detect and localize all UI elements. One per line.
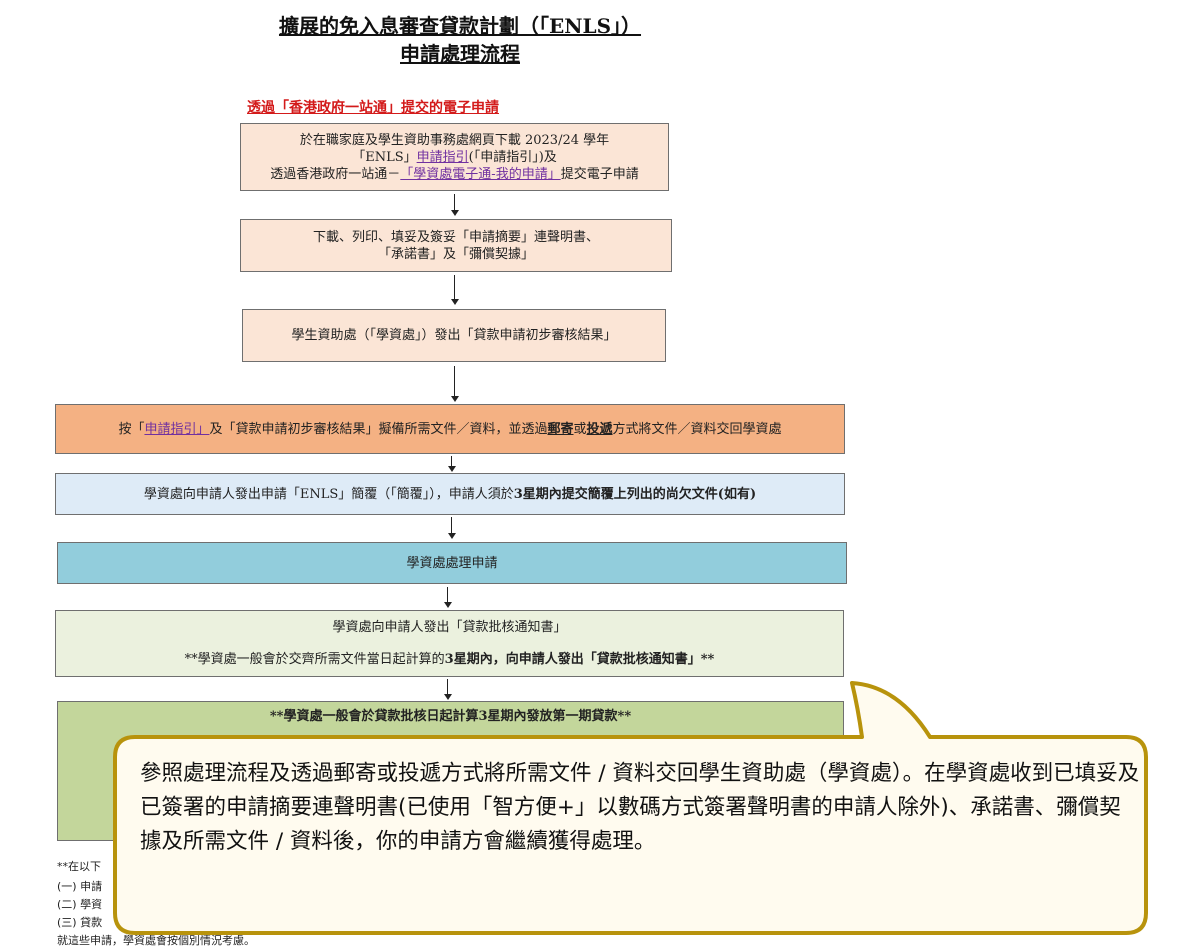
step2-line1: 下載、列印、填妥及簽妥「申請摘要」連聲明書、 xyxy=(312,229,599,245)
step1-line1: 於在職家庭及學生資助事務處網頁下載 2023/24 學年 xyxy=(299,132,610,148)
step1-enls-label: 「ENLS」 xyxy=(352,149,417,165)
step-print-sign-box: 下載、列印、填妥及簽妥「申請摘要」連聲明書、 「承諾書」及「彌償契據」 xyxy=(240,219,672,272)
note-line-3: (三) 貸款 xyxy=(57,916,103,929)
arrow-3 xyxy=(450,366,460,402)
step5-text: 學資處向申請人發出申請「ENLS」簡覆（「簡覆」），申請人須於3星期內提交簡覆上… xyxy=(144,486,756,503)
step1-submit-label: 提交電子申請 xyxy=(560,166,639,182)
step3-text: 學生資助處（「學資處」）發出「貸款申請初步審核結果」 xyxy=(291,328,617,343)
step6-text: 學資處處理申請 xyxy=(406,555,498,571)
step5-prefix: 學資處向申請人發出申請「ENLS」簡覆（「簡覆」），申請人須於 xyxy=(143,486,514,502)
section-label: 透過「香港政府一站通」提交的電子申請 xyxy=(247,100,499,116)
arrow-5 xyxy=(447,517,457,539)
by-courier-text: 投遞 xyxy=(586,421,613,437)
arrow-4 xyxy=(447,456,457,472)
arrow-2 xyxy=(450,275,460,305)
step4-text: 按「申請指引」及「貸款申請初步審核結果」擬備所需文件／資料，並透過郵寄或投遞方式… xyxy=(118,421,781,438)
note-line-1: (一) 申請 xyxy=(57,880,103,893)
by-mail-text: 郵寄 xyxy=(547,421,574,437)
step1-guide-suffix: (「申請指引」)及 xyxy=(468,149,557,165)
step1-govhk-label: 透過香港政府一站通－ xyxy=(270,166,401,182)
step-acknowledgement-box: 學資處向申請人發出申請「ENLS」簡覆（「簡覆」），申請人須於3星期內提交簡覆上… xyxy=(55,473,845,515)
step5-deadline: 3星期內提交簡覆上列出的尚欠文件(如有) xyxy=(513,486,757,502)
document-subtitle: 申請處理流程 xyxy=(400,42,520,66)
step-preliminary-result-box: 學生資助處（「學資處」）發出「貸款申請初步審核結果」 xyxy=(242,309,666,362)
step7-note-deadline: 3星期內，向申請人發出「貸款批核通知書」** xyxy=(444,652,715,668)
step4-suffix: 方式將文件／資料交回學資處 xyxy=(612,421,782,437)
step4-guide-link[interactable]: 申請指引」 xyxy=(144,421,210,437)
callout-text: 參照處理流程及透過郵寄或投遞方式將所需文件 / 資料交回學生資助處（學資處）。在… xyxy=(140,761,1140,854)
step-processing-box: 學資處處理申請 xyxy=(57,542,847,584)
step2-line2: 「承諾書」及「彌償契據」 xyxy=(377,246,534,262)
step4-prefix: 按「 xyxy=(118,421,145,437)
step-download-guide-box: 於在職家庭及學生資助事務處網頁下載 2023/24 學年 「ENLS」申請指引(… xyxy=(240,123,669,191)
application-guide-link[interactable]: 申請指引 xyxy=(416,149,469,165)
step4-or: 或 xyxy=(573,421,587,437)
arrow-1 xyxy=(450,194,460,216)
step8-text: **學資處一般會於貸款批核日起計算3星期內發放第一期貸款** xyxy=(269,709,632,724)
arrow-7 xyxy=(443,679,453,700)
step7-line2: **學資處一般會於交齊所需文件當日起計算的3星期內，向申請人發出「貸款批核通知書… xyxy=(185,651,715,668)
step1-line2: 「ENLS」申請指引(「申請指引」)及 xyxy=(352,149,557,166)
document-title: 擴展的免入息審查貸款計劃（「ENLS」） xyxy=(278,14,642,38)
step4-middle: 及「貸款申請初步審核結果」擬備所需文件／資料，並透過 xyxy=(209,421,548,437)
note-line-0: **在以下 xyxy=(57,860,101,873)
note-line-2: (二) 學資 xyxy=(57,898,103,911)
step7-line1: 學資處向申請人發出「貸款批核通知書」 xyxy=(332,619,567,635)
my-application-link[interactable]: 「學資處電子通-我的申請」 xyxy=(400,166,561,182)
step-return-documents-box: 按「申請指引」及「貸款申請初步審核結果」擬備所需文件／資料，並透過郵寄或投遞方式… xyxy=(55,404,845,454)
step7-note-prefix: **學資處一般會於交齊所需文件當日起計算的 xyxy=(184,652,445,668)
arrow-6 xyxy=(443,587,453,608)
note-line-4: 就這些申請，學資處會按個別情況考慮。 xyxy=(57,934,255,947)
step1-line3: 透過香港政府一站通－「學資處電子通-我的申請」提交電子申請 xyxy=(270,166,638,183)
step-approval-notice-box: 學資處向申請人發出「貸款批核通知書」 **學資處一般會於交齊所需文件當日起計算的… xyxy=(55,610,844,677)
